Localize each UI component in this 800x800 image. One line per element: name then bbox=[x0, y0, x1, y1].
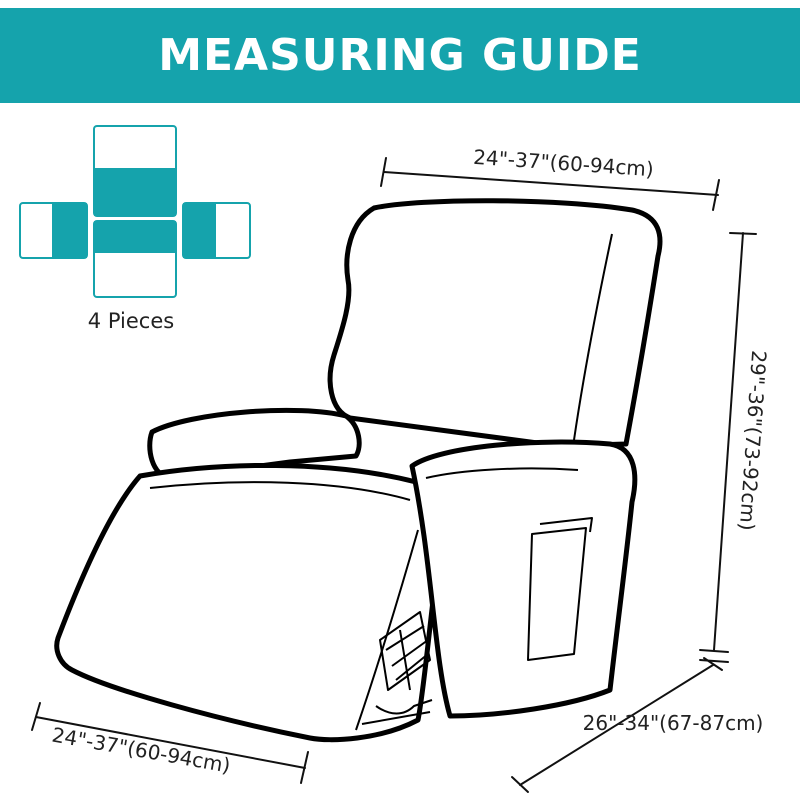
chair-backrest-inner-line bbox=[573, 233, 613, 441]
top-width-label: 24"-37"(60-94cm) bbox=[473, 145, 655, 182]
side-pocket-flap bbox=[539, 517, 593, 533]
recliner-mechanism bbox=[361, 611, 433, 725]
page-title: MEASURING GUIDE bbox=[158, 30, 642, 81]
chair-backrest bbox=[327, 198, 663, 449]
header-banner: MEASURING GUIDE bbox=[0, 8, 800, 103]
four-pieces-icon bbox=[19, 125, 251, 298]
piece-left-arm-fill bbox=[52, 203, 87, 258]
side-pocket bbox=[527, 527, 587, 661]
chair-right-armrest bbox=[409, 439, 638, 719]
depth-dimension bbox=[511, 657, 723, 793]
pieces-label: 4 Pieces bbox=[88, 309, 174, 333]
piece-right-arm-fill bbox=[183, 203, 216, 258]
piece-seat-fill bbox=[94, 221, 176, 253]
height-dimension bbox=[699, 232, 757, 663]
chair-footrest bbox=[54, 462, 443, 743]
height-label: 29"-36"(73-92cm) bbox=[735, 350, 772, 532]
piece-backrest-fill bbox=[94, 168, 176, 216]
top-width-dimension bbox=[380, 157, 720, 211]
chair-footrest-seam bbox=[149, 481, 411, 501]
chair-right-armrest-inner bbox=[425, 467, 579, 479]
footrest-width-label: 24"-37"(60-94cm) bbox=[50, 723, 232, 778]
footrest-width-dimension bbox=[31, 702, 309, 784]
recliner-chair bbox=[54, 198, 663, 743]
depth-label: 26"-34"(67-87cm) bbox=[583, 711, 764, 735]
chair-footrest-side bbox=[355, 529, 419, 731]
chair-left-armrest bbox=[147, 407, 362, 481]
